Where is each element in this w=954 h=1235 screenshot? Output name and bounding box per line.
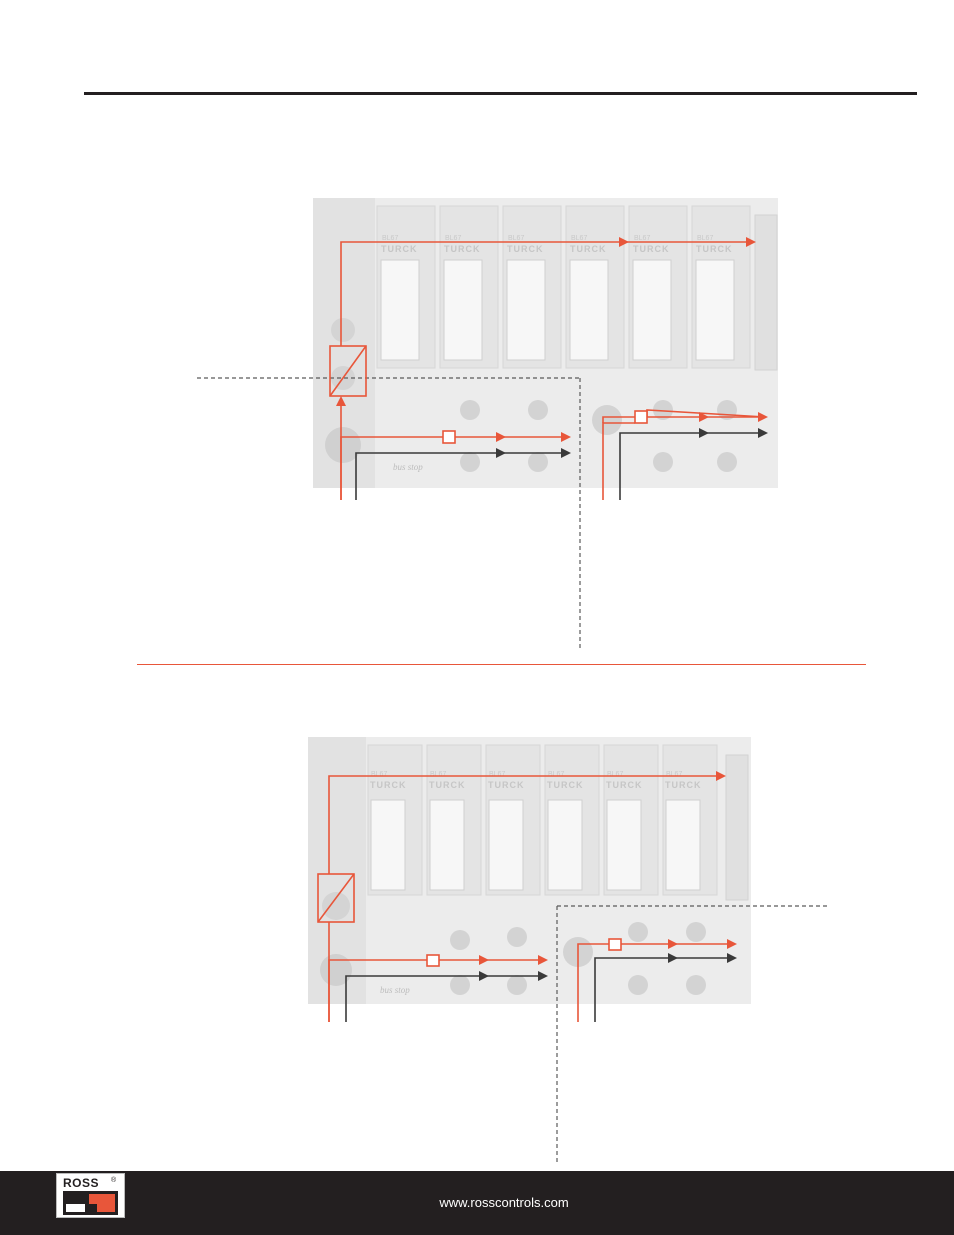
leader-line-1 — [197, 377, 581, 648]
diagram-2: BL67 TURCK BL67 TURCK BL67 TURCK BL67 TU… — [308, 737, 830, 1162]
power-arrowheads-2 — [479, 771, 737, 965]
module-2-2: BL67 TURCK — [426, 744, 482, 896]
module-2-4-brand: TURCK — [547, 780, 584, 790]
module-2-label: BL67 — [445, 235, 461, 242]
power-arrowheads-1 — [336, 237, 768, 442]
logo-text: ROSS — [63, 1176, 100, 1190]
footer: ROSS ® www.rosscontrols.com — [0, 1171, 954, 1235]
module-3-brand: TURCK — [507, 244, 544, 254]
module-1-label: BL67 — [382, 235, 398, 242]
signal-arrowheads-1 — [496, 428, 768, 458]
module-2-2-label: BL67 — [430, 771, 446, 778]
base-logo: bus stop — [393, 462, 423, 472]
module-1: BL67 TURCK — [376, 205, 436, 369]
module-2-4: BL67 TURCK — [544, 744, 600, 896]
module-5: BL67 TURCK — [628, 205, 688, 369]
io-station-photo-2: BL67 TURCK BL67 TURCK BL67 TURCK BL67 TU… — [308, 737, 751, 1004]
diagram-1: BL67 TURCK BL67 TURCK BL67 TURCK BL67 TU… — [197, 198, 778, 648]
module-2-6-brand: TURCK — [665, 780, 702, 790]
leader-line-2 — [556, 905, 830, 1162]
module-2-brand: TURCK — [444, 244, 481, 254]
module-4-label: BL67 — [571, 235, 587, 242]
module-3-label: BL67 — [508, 235, 524, 242]
module-6: BL67 TURCK — [691, 205, 751, 369]
module-5-brand: TURCK — [633, 244, 670, 254]
module-5-label: BL67 — [634, 235, 650, 242]
ross-logo: ROSS ® — [56, 1173, 125, 1218]
module-2-2-brand: TURCK — [429, 780, 466, 790]
module-6-brand: TURCK — [696, 244, 733, 254]
module-2-5: BL67 TURCK — [603, 744, 659, 896]
module-2-3: BL67 TURCK — [485, 744, 541, 896]
section-divider — [137, 664, 866, 665]
module-3: BL67 TURCK — [502, 205, 562, 369]
registered-mark-icon: ® — [111, 1177, 117, 1184]
io-station-photo: BL67 TURCK BL67 TURCK BL67 TURCK BL67 TU… — [313, 198, 778, 488]
header-rule — [84, 92, 917, 95]
ross-logo-mark-icon — [63, 1191, 118, 1215]
signal-arrowheads-2 — [479, 953, 737, 981]
module-2-6-label: BL67 — [666, 771, 682, 778]
power-circuit-2 — [317, 775, 733, 1022]
power-circuit-1 — [329, 241, 766, 500]
module-2: BL67 TURCK — [439, 205, 499, 369]
module-4: BL67 TURCK — [565, 205, 625, 369]
module-1-brand: TURCK — [381, 244, 418, 254]
website-link[interactable]: www.rosscontrols.com — [439, 1195, 569, 1210]
module-2-4-label: BL67 — [548, 771, 564, 778]
module-2-1-brand: TURCK — [370, 780, 407, 790]
module-2-1: BL67 TURCK — [367, 744, 423, 896]
signal-circuit-2 — [345, 957, 733, 1022]
module-2-3-label: BL67 — [489, 771, 505, 778]
module-2-5-label: BL67 — [607, 771, 623, 778]
base-logo-2: bus stop — [380, 985, 410, 995]
module-2-5-brand: TURCK — [606, 780, 643, 790]
module-4-brand: TURCK — [570, 244, 607, 254]
module-2-3-brand: TURCK — [488, 780, 525, 790]
module-2-1-label: BL67 — [371, 771, 387, 778]
module-6-label: BL67 — [697, 235, 713, 242]
module-2-6: BL67 TURCK — [662, 744, 718, 896]
